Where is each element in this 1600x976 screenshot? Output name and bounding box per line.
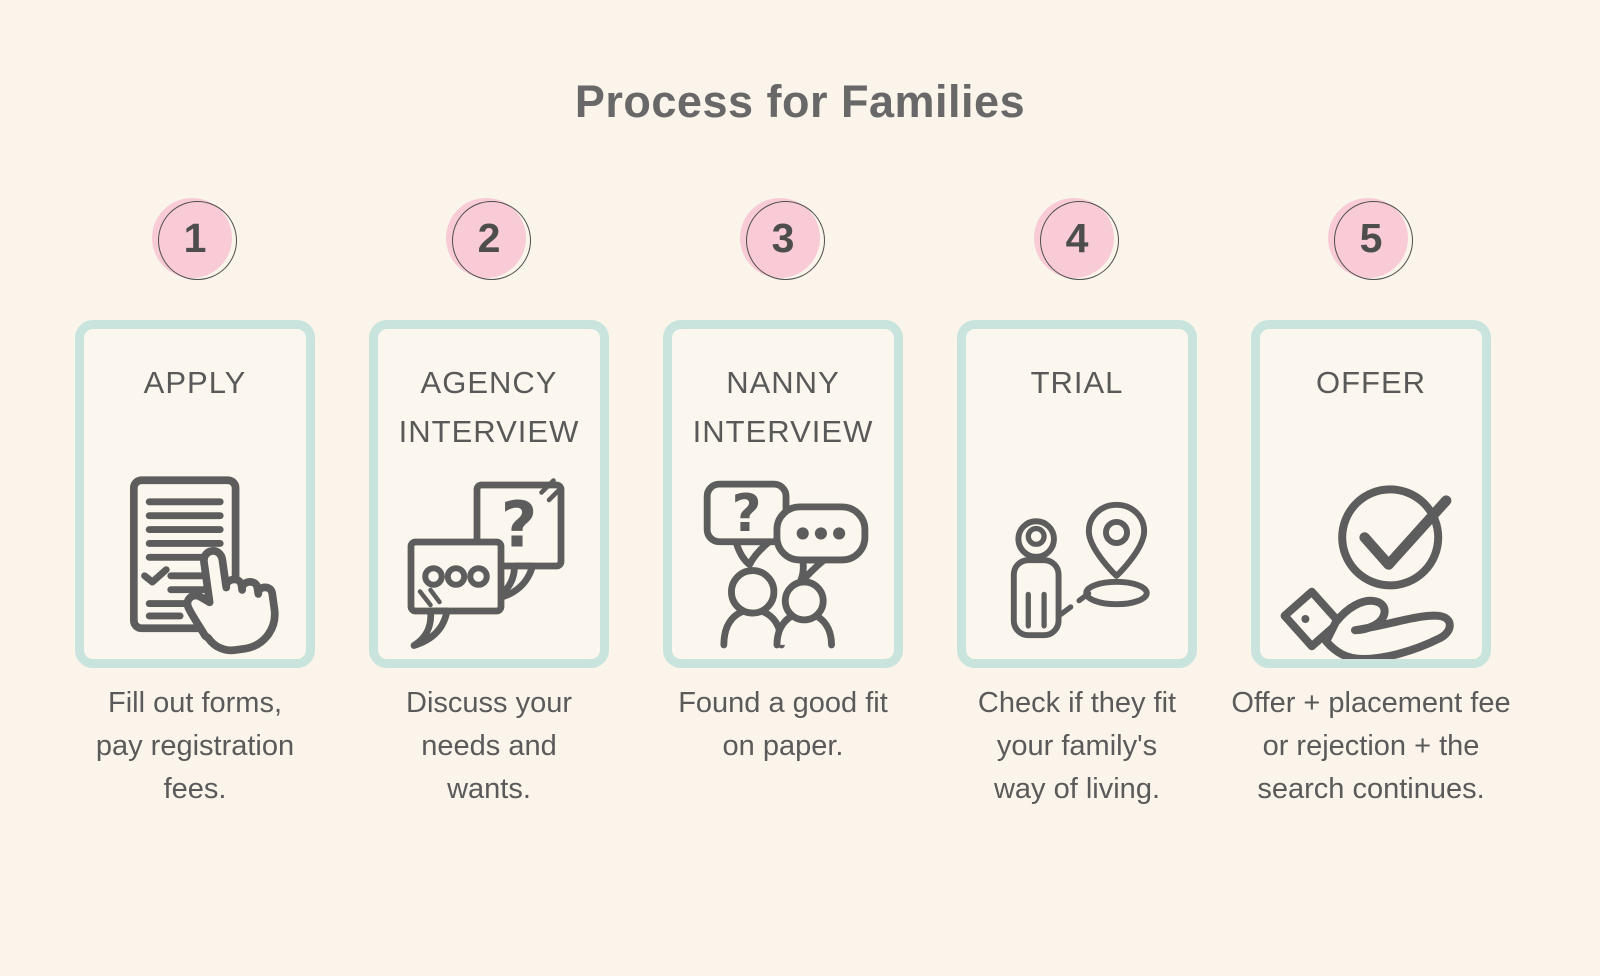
step-title: NANNY INTERVIEW <box>692 365 874 449</box>
step-description: Offer + placement fee or rejection + the… <box>1211 682 1531 811</box>
badge-outline-ring <box>746 201 825 280</box>
step-description: Discuss your needs and wants. <box>329 682 649 811</box>
description-line: Discuss your <box>406 687 572 719</box>
description-line: Check if they fit <box>977 687 1177 719</box>
badge-outline-ring <box>1040 201 1119 280</box>
step-card: TRIAL <box>957 320 1197 668</box>
step-number: 3 <box>771 214 795 261</box>
hand-checkmark-icon <box>1280 485 1454 659</box>
step-column-offer: 5 OFFER Offer + placement fee or rejecti… <box>1224 198 1518 811</box>
badge-outline-ring <box>1334 201 1413 280</box>
step-card: APPLY <box>75 320 315 668</box>
step-column-apply: 1 APPLY Fill out forms, pay registration… <box>48 198 342 811</box>
step-number-badge: 3 <box>740 198 826 282</box>
person-location-pin-icon <box>1010 501 1150 639</box>
step-icon <box>1275 471 1467 659</box>
step-title: TRIAL <box>1030 365 1124 400</box>
description-line: or rejection + the <box>1262 729 1480 762</box>
step-number: 1 <box>183 214 207 261</box>
step-title: APPLY <box>143 365 247 400</box>
svg-text:?: ? <box>501 489 538 562</box>
description-line: wants. <box>447 772 531 805</box>
svg-text:?: ? <box>732 484 762 544</box>
step-column-trial: 4 TRIAL Check if they fit your family's <box>930 198 1224 811</box>
page-title: Process for Families <box>574 76 1026 127</box>
badge-outline-ring <box>452 201 531 280</box>
step-card: AGENCY INTERVIEW ? <box>369 320 609 668</box>
step-title: AGENCY INTERVIEW <box>398 365 580 449</box>
step-column-nanny-interview: 3 NANNY INTERVIEW ? <box>636 198 930 811</box>
description-line: fees. <box>163 772 227 805</box>
step-title: OFFER <box>1315 365 1427 400</box>
description-line: Found a good fit <box>678 687 888 719</box>
step-icon: ? <box>399 471 579 655</box>
step-icon <box>103 471 288 655</box>
step-icon: ? <box>692 471 874 655</box>
description-line: search continues. <box>1257 772 1485 805</box>
form-document-hand-icon <box>129 475 279 654</box>
description-line: your family's <box>996 729 1158 762</box>
people-conversation-icon: ? <box>703 480 869 649</box>
step-description: Check if they fit your family's way of l… <box>917 682 1237 811</box>
steps-row: 1 APPLY Fill out forms, pay registration… <box>0 198 1600 811</box>
description-line: Offer + placement fee <box>1231 687 1511 719</box>
description-line: way of living. <box>993 772 1160 805</box>
step-icon <box>998 471 1156 655</box>
step-description: Found a good fit on paper. <box>623 682 943 768</box>
step-number-badge: 4 <box>1034 198 1120 282</box>
description-line: on paper. <box>722 729 844 762</box>
step-card: OFFER <box>1251 320 1491 668</box>
step-number-badge: 1 <box>152 198 238 282</box>
step-number-badge: 5 <box>1328 198 1414 282</box>
step-number: 2 <box>477 214 501 261</box>
step-card: NANNY INTERVIEW ? <box>663 320 903 668</box>
step-number: 4 <box>1065 214 1089 261</box>
step-column-agency-interview: 2 AGENCY INTERVIEW ? Discus <box>342 198 636 811</box>
description-line: needs and <box>421 729 557 762</box>
badge-outline-ring <box>158 201 237 280</box>
step-number-badge: 2 <box>446 198 532 282</box>
description-line: Fill out forms, <box>107 687 283 719</box>
step-number: 5 <box>1359 214 1383 261</box>
description-line: pay registration <box>95 729 295 762</box>
step-description: Fill out forms, pay registration fees. <box>35 682 355 811</box>
question-chat-bubbles-icon: ? <box>407 478 565 649</box>
